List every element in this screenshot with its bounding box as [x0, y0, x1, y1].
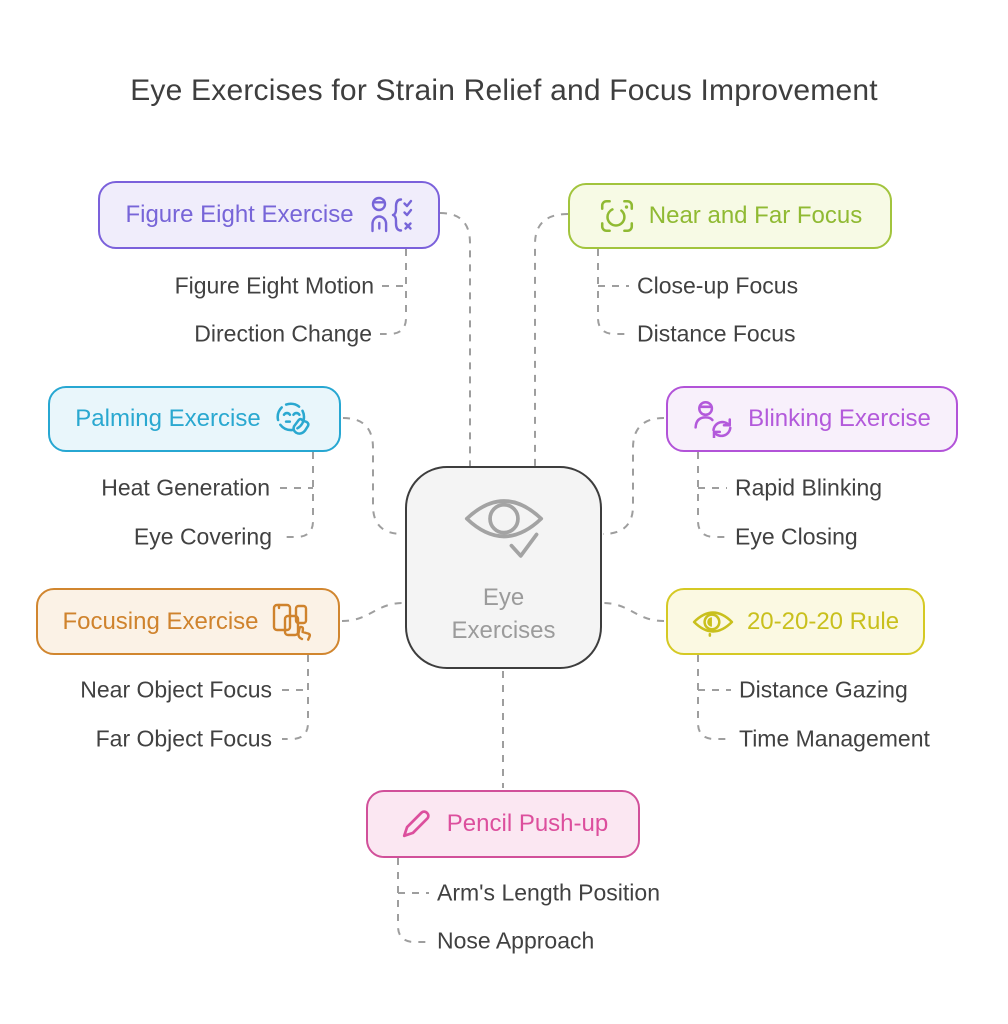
connector-near-far-center [534, 213, 569, 466]
node-palming-exercise: Palming Exercise [48, 386, 341, 452]
child-label-time-management: Time Management [739, 725, 930, 752]
child-label-close-up-focus: Close-up Focus [637, 272, 799, 299]
node-label: 20-20-20 Rule [746, 607, 900, 635]
child-label-nose-approach: Nose Approach [437, 927, 595, 954]
node-focusing-exercise: Focusing Exercise [36, 588, 340, 655]
node-label: Palming Exercise [75, 405, 261, 432]
person-sync-icon [693, 400, 735, 438]
node-figure-eight-exercise: Figure Eight Exercise [98, 181, 440, 249]
node-label: Figure Eight Exercise [125, 201, 354, 228]
devices-hand-icon [272, 602, 314, 642]
child-label-figure-eight-motion: Figure Eight Motion [174, 272, 374, 299]
connector-rule-child2 [697, 655, 731, 740]
child-label-eye-covering: Eye Covering [133, 523, 272, 550]
child-label-near-object-focus: Near Object Focus [80, 676, 272, 703]
node-label: Focusing Exercise [62, 607, 259, 635]
page-title: Eye Exercises for Strain Relief and Focu… [130, 74, 878, 107]
node-20-20-20-rule: 20-20-20 Rule [666, 588, 925, 655]
child-label-rapid-blinking: Rapid Blinking [735, 474, 883, 501]
node-label: Near and Far Focus [648, 202, 863, 229]
node-label: Blinking Exercise [748, 405, 931, 432]
pencil-icon [398, 806, 434, 842]
node-blinking-exercise: Blinking Exercise [666, 386, 958, 452]
connector-blinking-child2 [697, 452, 727, 538]
connector-figure-eight-center [439, 212, 471, 466]
node-pencil-push-up: Pencil Push-up [366, 790, 640, 858]
node-near-and-far-focus: Near and Far Focus [568, 183, 892, 249]
eye-check-icon [454, 488, 554, 573]
eye-icon [692, 607, 734, 637]
connector-pencil-child2 [397, 858, 429, 943]
connector-figure-eight-child2 [380, 249, 407, 335]
connector-focusing-child2 [282, 655, 309, 740]
child-label-distance-gazing: Distance Gazing [739, 676, 908, 703]
connector-palming-center [342, 417, 404, 535]
node-label: Pencil Push-up [446, 810, 609, 837]
focus-frame-icon [598, 197, 636, 235]
child-label-distance-focus: Distance Focus [637, 320, 796, 347]
connector-rule-center [602, 602, 665, 622]
child-label-direction-change: Direction Change [194, 320, 372, 347]
child-label-eye-closing: Eye Closing [735, 523, 858, 550]
center-node-eye-exercises: Eye Exercises [405, 466, 602, 669]
connector-focusing-center [341, 602, 404, 622]
connector-blinking-center [602, 417, 665, 535]
relaxed-face-hand-icon [274, 400, 314, 438]
connector-palming-child2 [280, 452, 314, 538]
person-checklist-icon [367, 195, 413, 235]
connector-near-far-child2 [597, 249, 629, 335]
child-label-far-object-focus: Far Object Focus [95, 725, 272, 752]
center-node-label: Eye Exercises [451, 583, 556, 644]
child-label-heat-generation: Heat Generation [101, 474, 270, 501]
child-label-arms-length-position: Arm's Length Position [437, 879, 661, 906]
